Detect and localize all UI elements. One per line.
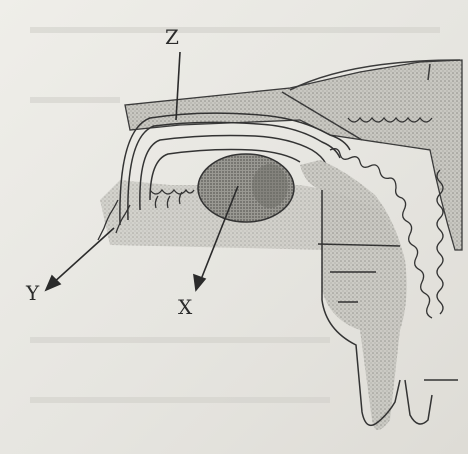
label-x: X (178, 295, 193, 319)
ovary-highlight (252, 164, 288, 208)
label-y: Y (25, 281, 40, 305)
right-outline (405, 380, 432, 424)
label-z: Z (165, 25, 179, 49)
